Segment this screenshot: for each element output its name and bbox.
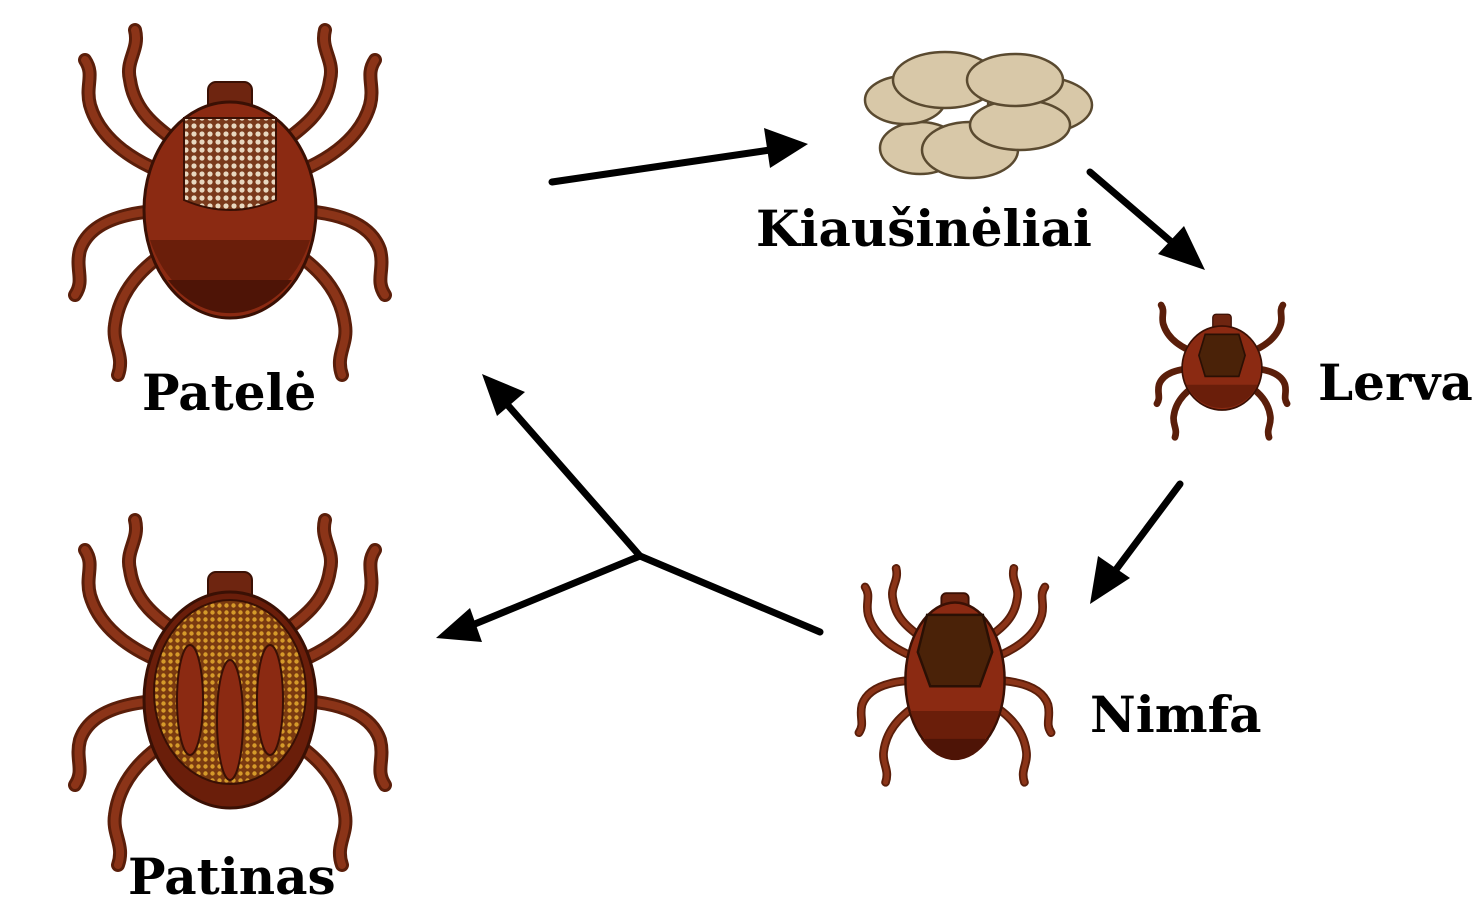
male-tick-icon — [75, 520, 385, 865]
label-larva: Lerva — [1318, 358, 1473, 408]
arrow-branch-to-male — [470, 556, 640, 626]
arrow-eggs-to-larva — [1090, 172, 1175, 245]
arrow-nymph-to-branch — [640, 556, 820, 632]
egg-cluster-icon — [865, 52, 1092, 178]
arrow-female-to-eggs — [552, 150, 770, 182]
label-female: Patelė — [142, 368, 316, 418]
arrow-larva-to-nymph — [1112, 484, 1180, 575]
nymph-tick-icon — [859, 568, 1051, 782]
larva-tick-icon — [1157, 305, 1287, 437]
label-eggs: Kiaušinėliai — [756, 204, 1092, 254]
label-male: Patinas — [128, 852, 336, 902]
label-nymph: Nimfa — [1090, 690, 1262, 740]
arrow-branch-to-female — [505, 402, 640, 556]
female-tick-icon — [75, 30, 385, 375]
